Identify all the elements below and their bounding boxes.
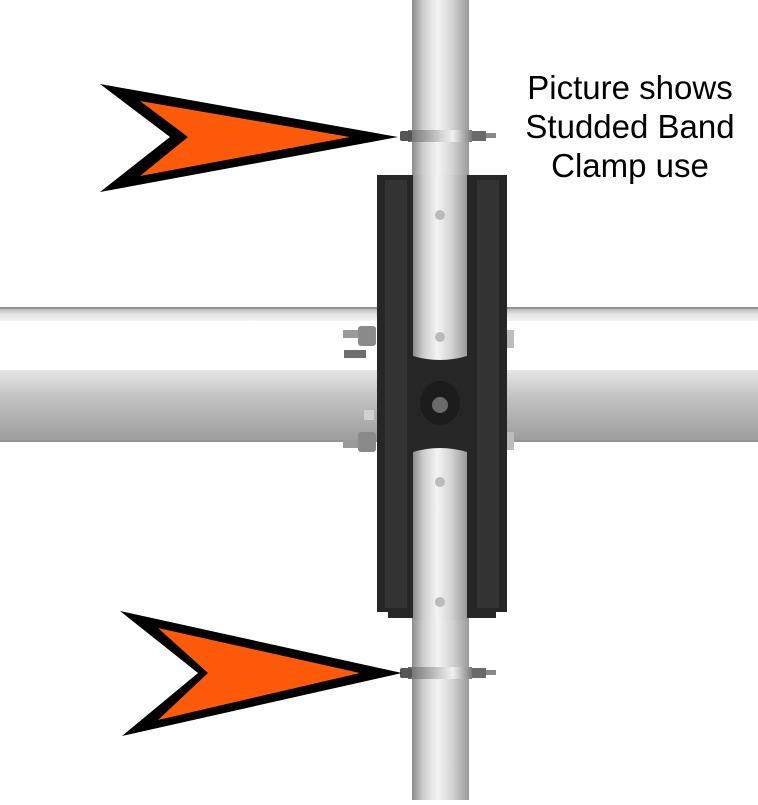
boom-to-mast-plate	[377, 175, 507, 620]
caption-line: Picture shows	[527, 69, 733, 106]
studded-band-clamp	[400, 667, 496, 679]
caption-line: Clamp use	[551, 147, 709, 184]
arrow-pointer-icon	[100, 84, 398, 192]
caption-line: Studded Band	[525, 108, 735, 145]
u-bolt-studs	[343, 326, 514, 452]
studded-band-clamp	[400, 130, 496, 142]
caption-text: Picture shows Studded Band Clamp use	[505, 68, 755, 185]
arrow-pointer-icon	[120, 611, 402, 736]
